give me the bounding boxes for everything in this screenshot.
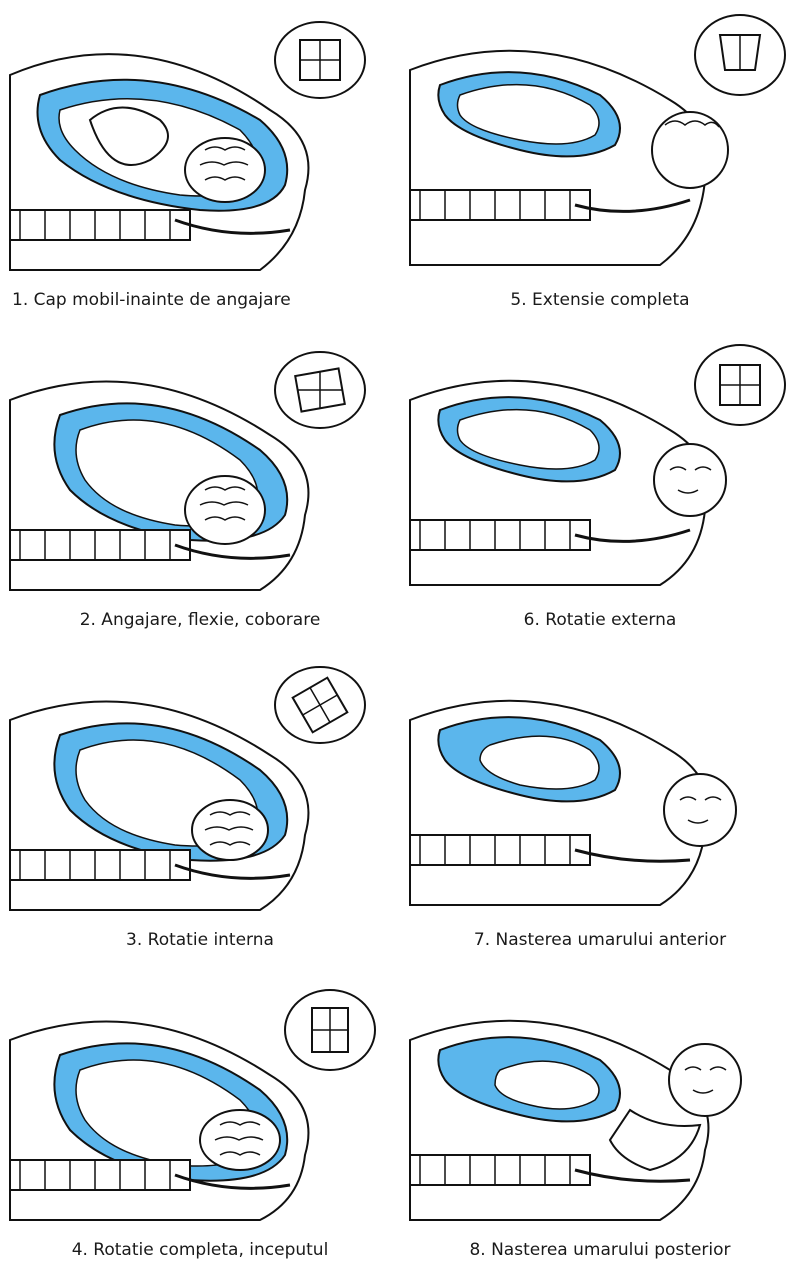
stage-3-caption: 3. Rotatie interna bbox=[0, 930, 400, 950]
stage-panel-8: 8. Nasterea umarului posterior bbox=[400, 970, 800, 1275]
stage-1-caption: 1. Cap mobil-inainte de angajare bbox=[12, 290, 291, 310]
stage-7-illustration bbox=[400, 650, 800, 920]
stage-1-illustration bbox=[0, 0, 400, 290]
stage-panel-7: 7. Nasterea umarului anterior bbox=[400, 650, 800, 960]
stage-panel-4: 4. Rotatie completa, inceputul bbox=[0, 970, 400, 1275]
stage-panel-6: 6. Rotatie externa bbox=[400, 330, 800, 640]
stage-panel-1: 1. Cap mobil-inainte de angajare bbox=[0, 0, 400, 320]
stage-5-illustration bbox=[400, 0, 800, 290]
stage-5-caption: 5. Extensie completa bbox=[400, 290, 800, 310]
stage-6-illustration bbox=[400, 330, 800, 600]
stage-2-caption: 2. Angajare, flexie, coborare bbox=[0, 610, 400, 630]
stage-6-caption: 6. Rotatie externa bbox=[400, 610, 800, 630]
stage-4-illustration bbox=[0, 970, 400, 1230]
stage-3-illustration bbox=[0, 650, 400, 920]
stage-7-caption: 7. Nasterea umarului anterior bbox=[400, 930, 800, 950]
stage-2-illustration bbox=[0, 330, 400, 600]
stage-8-illustration bbox=[400, 970, 800, 1230]
stage-panel-3: 3. Rotatie interna bbox=[0, 650, 400, 960]
stage-panel-5: 5. Extensie completa bbox=[400, 0, 800, 320]
stage-panel-2: 2. Angajare, flexie, coborare bbox=[0, 330, 400, 640]
stage-4-caption: 4. Rotatie completa, inceputul bbox=[0, 1240, 400, 1260]
stage-8-caption: 8. Nasterea umarului posterior bbox=[400, 1240, 800, 1260]
